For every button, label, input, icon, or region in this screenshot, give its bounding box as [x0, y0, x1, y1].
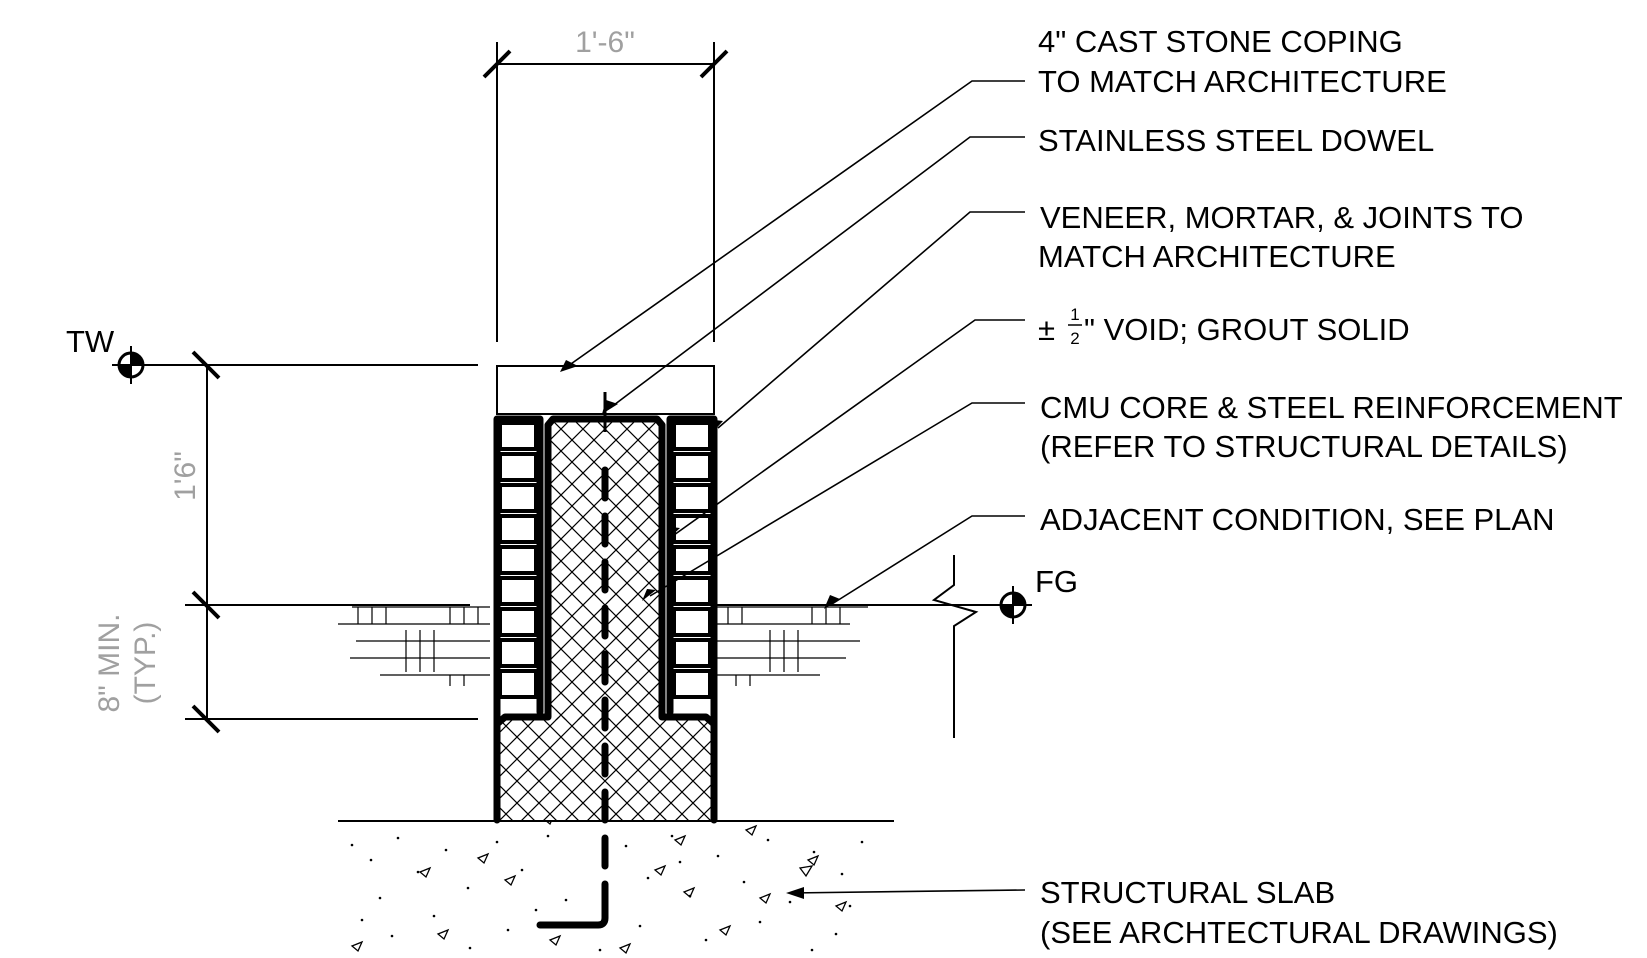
- tw-label: TW: [66, 324, 115, 359]
- void-label-denominator: 2: [1070, 329, 1079, 348]
- void-label-prefix: ±: [1038, 312, 1055, 347]
- void-label: ± 1 2 " VOID; GROUT SOLID: [1038, 305, 1410, 348]
- slab-label-line2: (SEE ARCHTECTURAL DRAWINGS): [1040, 915, 1558, 950]
- footing-depth-text-line1: 8" MIN.: [93, 614, 126, 713]
- coping-label-line1: 4" CAST STONE COPING: [1038, 24, 1403, 59]
- structural-slab: [338, 820, 894, 955]
- top-of-wall-marker: TW: [66, 324, 150, 384]
- slab-stipple: [350, 822, 864, 955]
- coping-label-line2: TO MATCH ARCHITECTURE: [1038, 64, 1447, 99]
- adjacent-condition-label: ADJACENT CONDITION, SEE PLAN: [1040, 502, 1554, 537]
- footing-depth-text-line2: (TYP.): [129, 622, 162, 705]
- slab-label-line1: STRUCTURAL SLAB: [1040, 875, 1335, 910]
- veneer-label-line2: MATCH ARCHITECTURE: [1038, 239, 1396, 274]
- height-dimension: 1'6" 8" MIN. (TYP.): [93, 350, 478, 734]
- dowel-label: STAINLESS STEEL DOWEL: [1038, 123, 1434, 158]
- void-label-suffix: " VOID; GROUT SOLID: [1084, 312, 1410, 347]
- leader-lines: [560, 80, 1026, 899]
- top-width-dimension: 1'-6": [482, 26, 729, 342]
- soil-hatch-right: [714, 606, 868, 686]
- cmu-label-line2: (REFER TO STRUCTURAL DETAILS): [1040, 429, 1568, 464]
- cmu-label-line1: CMU CORE & STEEL REINFORCEMENT: [1040, 390, 1623, 425]
- finish-grade-marker: FG: [714, 555, 1078, 738]
- top-width-dimension-text: 1'-6": [575, 26, 635, 59]
- veneer-left: [498, 421, 538, 699]
- void-label-numerator: 1: [1070, 305, 1079, 324]
- veneer-right: [672, 421, 712, 699]
- callout-labels: 4" CAST STONE COPING TO MATCH ARCHITECTU…: [1038, 24, 1623, 950]
- wall-height-dimension-text: 1'6": [169, 451, 202, 501]
- fg-label: FG: [1035, 564, 1078, 599]
- soil-hatch-left: [338, 606, 490, 686]
- veneer-label-line1: VENEER, MORTAR, & JOINTS TO: [1040, 200, 1523, 235]
